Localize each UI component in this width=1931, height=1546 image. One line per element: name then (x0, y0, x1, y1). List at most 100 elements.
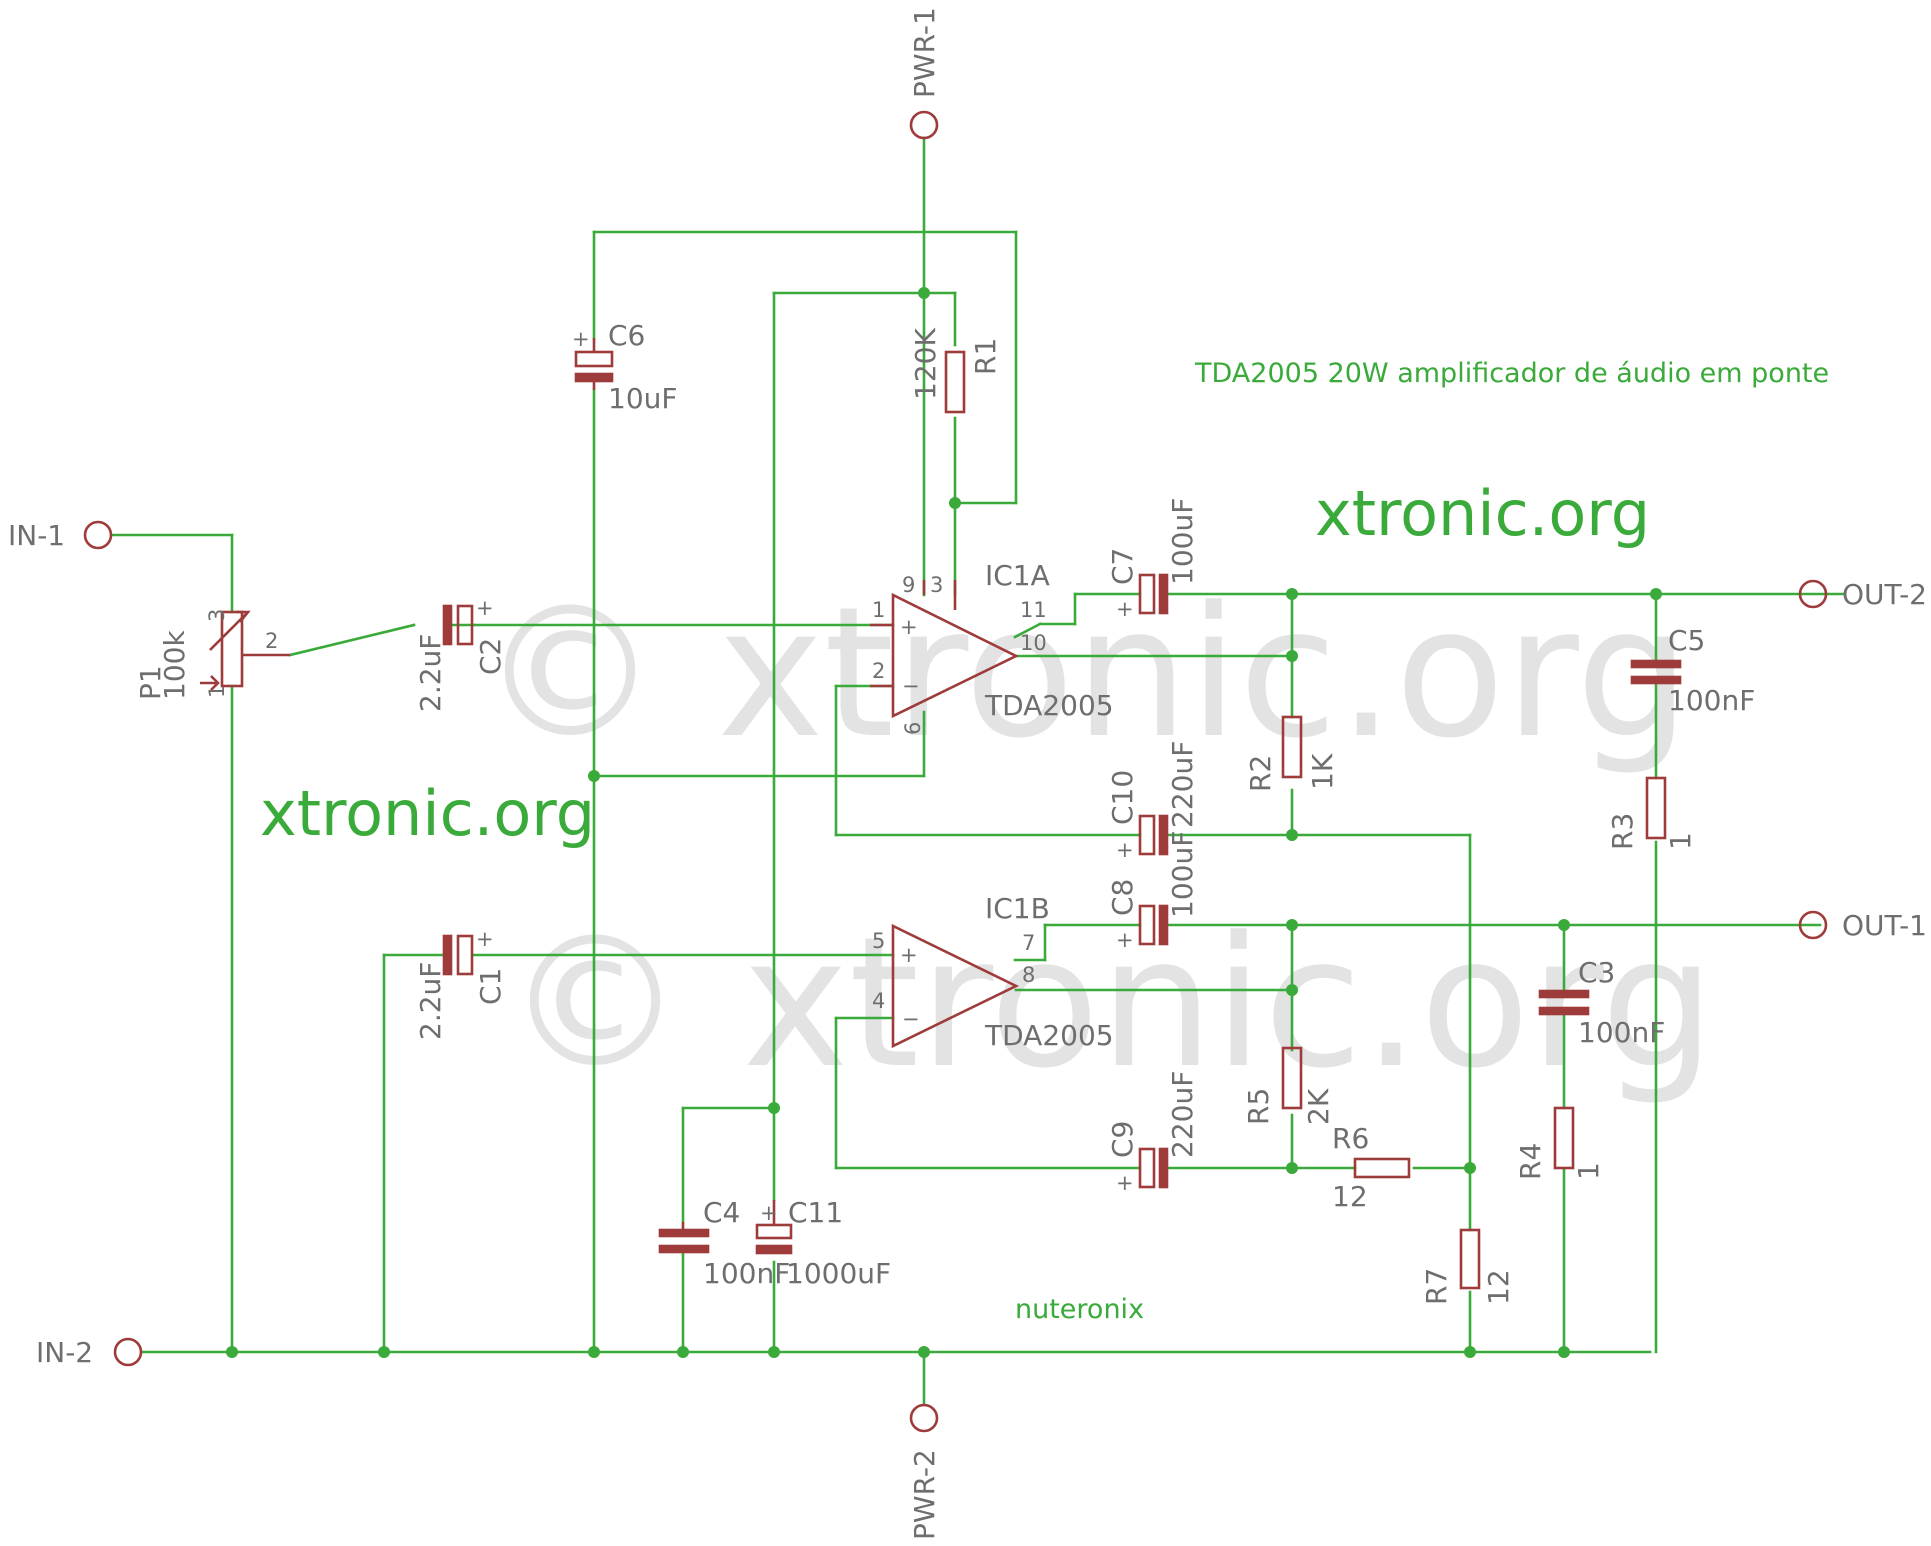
ic1a-amplifier: + − 1 2 9 3 6 11 10 IC1A TDA2005 (870, 559, 1114, 735)
potentiometer-p1: 3 2 1 P1 100k (134, 609, 290, 700)
resistor-r6: R6 12 (1332, 1122, 1411, 1213)
c5-value: 100nF (1668, 684, 1755, 717)
junctions (226, 287, 1662, 1358)
c4-name: C4 (703, 1196, 740, 1229)
r7-name: R7 (1420, 1268, 1453, 1305)
in2-label: IN-2 (36, 1336, 93, 1369)
connector-in2: IN-2 (36, 1336, 143, 1369)
resistor-r7: R7 12 (1420, 1228, 1515, 1305)
resistor-r2: R2 1K (1244, 715, 1339, 792)
site-label-left: xtronic.org (260, 777, 595, 850)
c4-value: 100nF (703, 1257, 790, 1290)
capacitor-c5: C5 100nF (1630, 624, 1755, 717)
c10-value: 220uF (1166, 741, 1199, 828)
c2-name: C2 (474, 638, 507, 675)
r4-value: 1 (1572, 1162, 1605, 1180)
r4-name: R4 (1514, 1143, 1547, 1180)
capacitor-c7: + C7 100uF (1106, 498, 1199, 621)
ic1a-pin6: 6 (901, 722, 925, 735)
r3-name: R3 (1606, 813, 1639, 850)
p1-value: 100k (158, 630, 191, 700)
capacitor-c1: + C1 2.2uF (414, 927, 507, 1040)
r1-name: R1 (969, 338, 1002, 375)
ic1a-pin3: 3 (930, 573, 943, 597)
ic1b-amplifier: + − 5 4 7 8 IC1B TDA2005 (872, 892, 1114, 1052)
ic1b-pin8: 8 (1022, 963, 1035, 987)
capacitor-c10: + C10 220uF (1106, 741, 1199, 862)
ic1a-minus: − (902, 674, 920, 698)
p1-pin3: 3 (205, 609, 229, 622)
connector-pwr1: PWR-1 (908, 7, 941, 140)
ic1a-plus: + (900, 615, 918, 639)
c10-plus: + (1116, 838, 1134, 862)
site-label-top: xtronic.org (1315, 477, 1650, 550)
watermark-top: © xtronic.org (480, 569, 1690, 778)
resistor-r1: R1 120K (909, 328, 1002, 414)
ic1a-pin9: 9 (902, 573, 915, 597)
c3-name: C3 (1578, 956, 1615, 989)
c11-plus: + (760, 1201, 778, 1225)
ic1a-pin2: 2 (872, 659, 885, 683)
c3-value: 100nF (1578, 1016, 1665, 1049)
c5-name: C5 (1668, 624, 1705, 657)
c7-plus: + (1116, 597, 1134, 621)
r1-value: 120K (909, 328, 942, 400)
c8-name: C8 (1106, 879, 1139, 916)
capacitor-c4: C4 100nF (658, 1196, 790, 1290)
ic1b-minus: − (902, 1007, 920, 1031)
capacitor-c9: + C9 220uF (1106, 1071, 1199, 1195)
ic1a-name: IC1A (985, 559, 1050, 592)
r6-value: 12 (1332, 1180, 1368, 1213)
resistor-r4: R4 1 (1514, 1106, 1605, 1180)
out2-label: OUT-2 (1842, 578, 1927, 611)
p1-name: P1 (134, 665, 167, 700)
pwr2-label: PWR-2 (908, 1449, 941, 1540)
capacitor-c3: C3 100nF (1538, 956, 1665, 1049)
ic1a-pin11: 11 (1020, 598, 1047, 622)
ic1b-plus: + (900, 943, 918, 967)
ic1b-name: IC1B (985, 892, 1050, 925)
c6-value: 10uF (608, 382, 677, 415)
c2-value: 2.2uF (414, 634, 447, 712)
c6-name: C6 (608, 319, 645, 352)
out1-label: OUT-1 (1842, 909, 1927, 942)
r2-value: 1K (1306, 753, 1339, 790)
author-label: nuteronix (1015, 1294, 1144, 1325)
c11-name: C11 (788, 1196, 843, 1229)
c9-plus: + (1116, 1171, 1134, 1195)
p1-pin1: 1 (205, 685, 229, 698)
capacitor-c6: + C6 10uF (572, 319, 677, 415)
c9-value: 220uF (1166, 1071, 1199, 1158)
r5-value: 2K (1302, 1088, 1335, 1125)
capacitor-c2: + C2 2.2uF (414, 596, 507, 712)
resistor-r5: R5 2K (1242, 1046, 1335, 1125)
ic1a-pin10: 10 (1020, 631, 1047, 655)
r3-value: 1 (1664, 832, 1697, 850)
pwr1-label: PWR-1 (908, 7, 941, 98)
capacitor-c8: + C8 100uF (1106, 831, 1199, 952)
c7-name: C7 (1106, 548, 1139, 585)
ic1b-pin4: 4 (872, 989, 885, 1013)
r6-name: R6 (1332, 1122, 1369, 1155)
c11-value: 1000uF (786, 1257, 891, 1290)
c1-name: C1 (474, 968, 507, 1005)
r7-value: 12 (1482, 1269, 1515, 1305)
connector-pwr2: PWR-2 (908, 1403, 941, 1540)
c9-name: C9 (1106, 1121, 1139, 1158)
c6-plus: + (572, 327, 590, 351)
c10-name: C10 (1106, 770, 1139, 825)
c1-value: 2.2uF (414, 962, 447, 1040)
in1-label: IN-1 (8, 519, 65, 552)
capacitor-c11: + C11 1000uF (755, 1196, 891, 1290)
c1-plus: + (476, 927, 494, 951)
ic1a-part: TDA2005 (984, 689, 1114, 722)
resistor-r3: R3 1 (1606, 776, 1697, 850)
ic1b-pin7: 7 (1022, 931, 1035, 955)
r2-name: R2 (1244, 755, 1277, 792)
c8-value: 100uF (1166, 831, 1199, 918)
ic1b-part: TDA2005 (984, 1019, 1114, 1052)
connector-out2: OUT-2 (1798, 578, 1927, 611)
c7-value: 100uF (1166, 498, 1199, 585)
ic1b-pin5: 5 (872, 929, 885, 953)
